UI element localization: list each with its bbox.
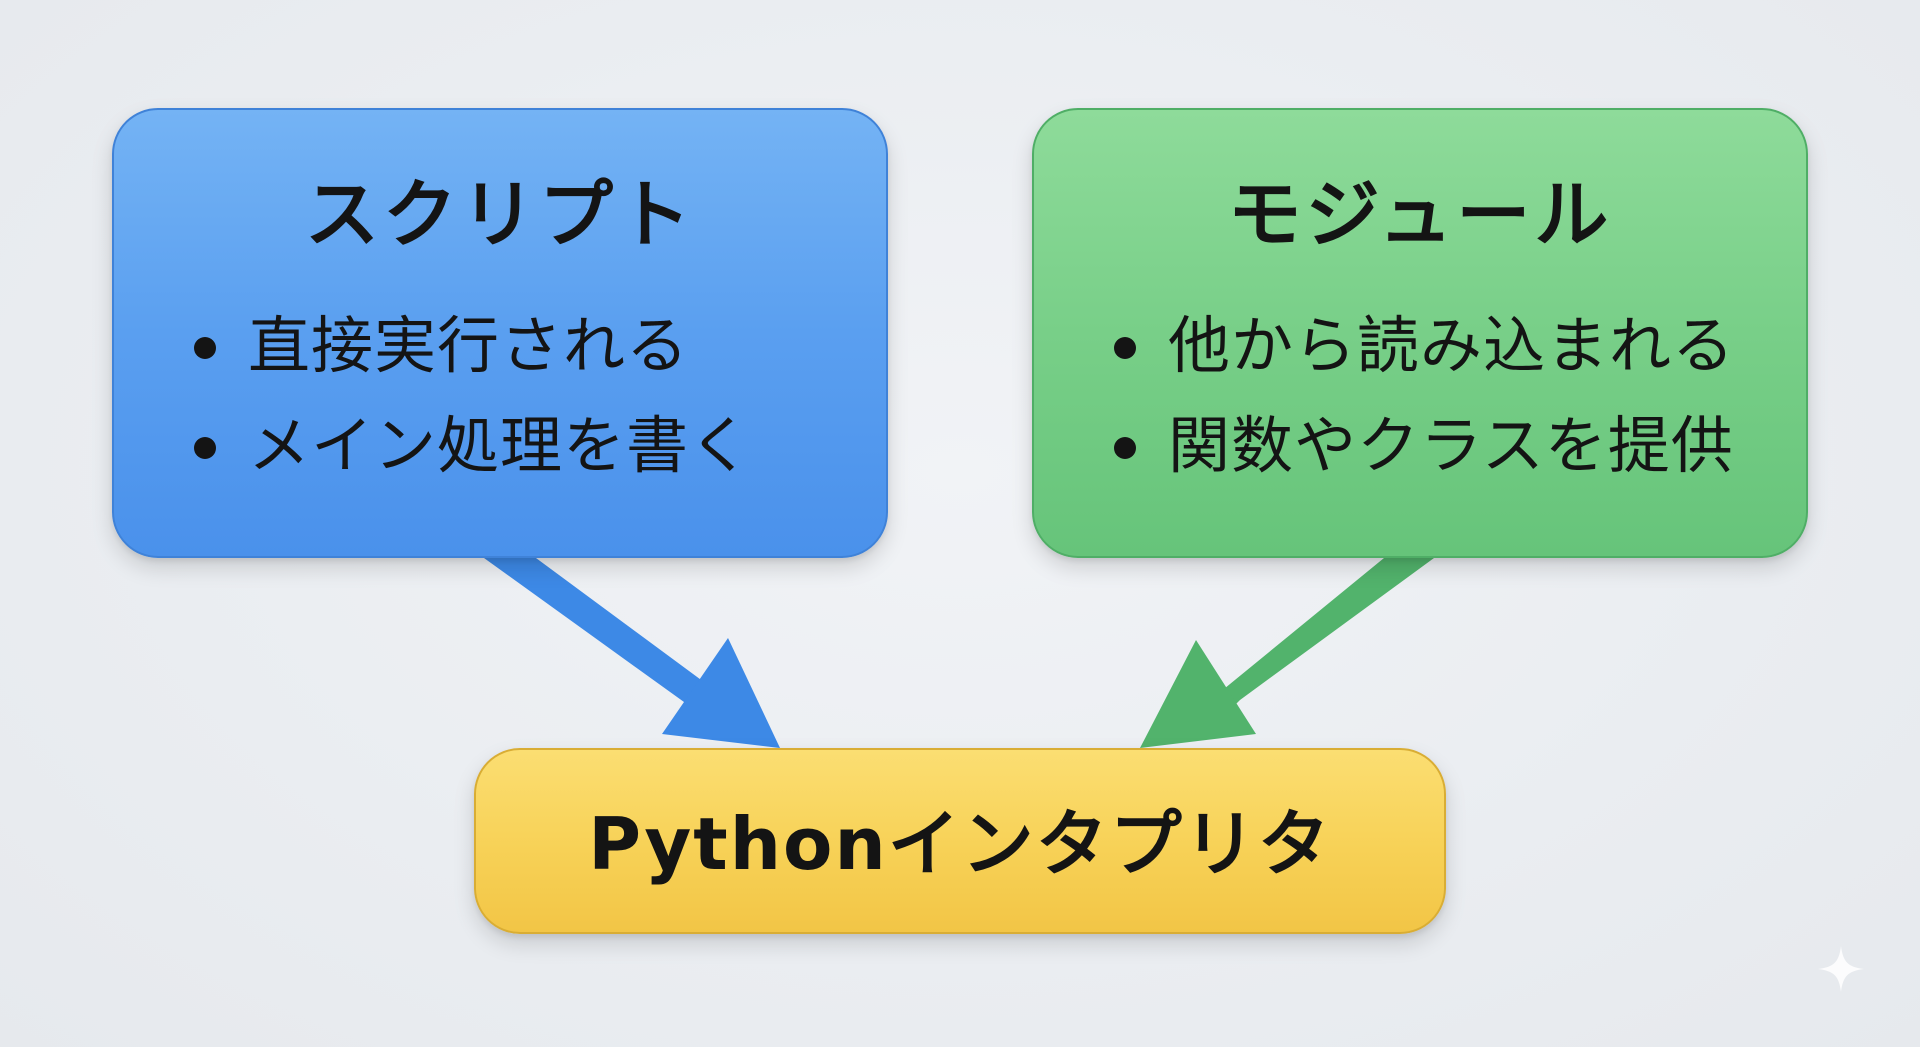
- module-bullets: 他から読み込まれる 関数やクラスを提供: [1110, 315, 1735, 515]
- module-title: モジュール: [1227, 172, 1613, 258]
- script-title: スクリプト: [305, 172, 695, 258]
- module-bullet-text: 関数やクラスを提供: [1168, 409, 1734, 482]
- script-bullet-text: メイン処理を書く: [248, 409, 753, 482]
- arrow-script-to-interpreter: [484, 558, 780, 748]
- sparkle-icon: [1818, 946, 1864, 992]
- arrow-script-shaft: [484, 558, 731, 722]
- interpreter-box: Pythonインタプリタ: [474, 748, 1446, 934]
- arrow-module-shaft: [1208, 558, 1434, 722]
- bullet-dot-icon: [1114, 337, 1136, 359]
- module-bullet-text: 他から読み込まれる: [1168, 309, 1736, 382]
- module-bullet-item: 他から読み込まれる: [1110, 315, 1735, 415]
- script-bullet-text: 直接実行される: [248, 309, 690, 382]
- bullet-dot-icon: [194, 337, 216, 359]
- interpreter-label: Pythonインタプリタ: [588, 802, 1332, 886]
- bullet-dot-icon: [194, 437, 216, 459]
- arrow-script-head: [662, 638, 780, 748]
- arrow-module-head: [1140, 640, 1256, 748]
- script-bullet-item: メイン処理を書く: [190, 415, 752, 515]
- arrow-module-to-interpreter: [1140, 558, 1434, 748]
- module-box: モジュール 他から読み込まれる 関数やクラスを提供: [1032, 108, 1808, 558]
- script-box: スクリプト 直接実行される メイン処理を書く: [112, 108, 888, 558]
- module-bullet-item: 関数やクラスを提供: [1110, 415, 1735, 515]
- script-bullet-item: 直接実行される: [190, 315, 752, 415]
- bullet-dot-icon: [1114, 437, 1136, 459]
- script-bullets: 直接実行される メイン処理を書く: [190, 315, 752, 515]
